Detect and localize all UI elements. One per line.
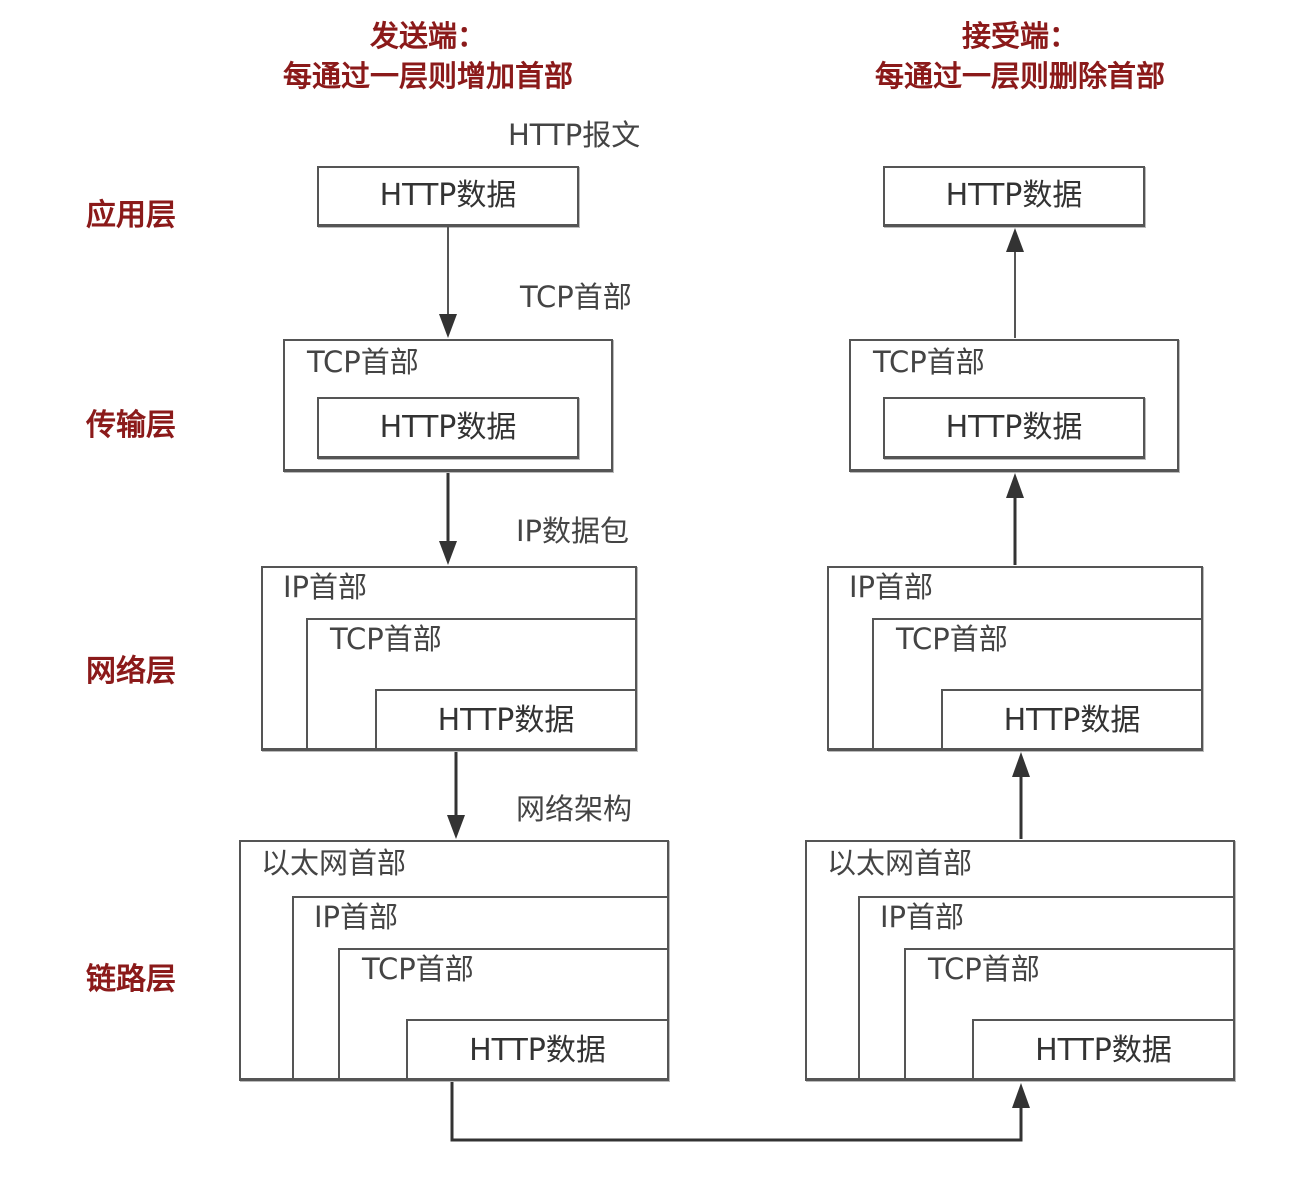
http-data-text: HTTP数据 [945, 410, 1083, 445]
receiver-heading-subtitle: 每通过一层则删除首部 [874, 59, 1165, 93]
sender-down-arrow-1 [439, 227, 457, 338]
receiver-up-arrow-3 [1006, 228, 1024, 338]
tcp-header-text: TCP首部 [330, 622, 442, 656]
http-data-text: HTTP数据 [437, 703, 575, 738]
layer-label-application: 应用层 [86, 198, 176, 233]
sender-heading-subtitle: 每通过一层则增加首部 [282, 59, 573, 93]
tcp-header-text: TCP首部 [873, 345, 985, 379]
sender-link-http-data: HTTP数据 [406, 1019, 669, 1081]
receiver-link-http-data: HTTP数据 [972, 1019, 1235, 1081]
sender-heading-title: 发送端： [369, 19, 486, 53]
sender-network-http-data: HTTP数据 [375, 689, 637, 751]
receiver-heading-title: 接受端： [961, 19, 1078, 53]
receiver-transport-http-data: HTTP数据 [883, 397, 1145, 459]
label-network-frame: 网络架构 [516, 792, 633, 826]
http-data-text: HTTP数据 [469, 1033, 606, 1068]
http-data-text: HTTP数据 [1003, 703, 1141, 738]
ip-header-text: IP首部 [314, 900, 399, 934]
tcp-header-text: TCP首部 [362, 952, 474, 986]
tcp-header-text: TCP首部 [307, 345, 419, 379]
ip-header-text: IP首部 [283, 570, 368, 604]
tcp-header-text: TCP首部 [896, 622, 1008, 656]
receiver-app-http-data: HTTP数据 [883, 166, 1145, 227]
ip-header-text: IP首部 [880, 900, 965, 934]
ip-header-text: IP首部 [849, 570, 934, 604]
http-data-text: HTTP数据 [379, 178, 517, 213]
sender-down-arrow-2 [439, 473, 457, 565]
receiver-up-arrow-2 [1006, 473, 1024, 565]
bottom-connector-line [450, 1082, 1030, 1142]
tcp-header-text: TCP首部 [928, 952, 1040, 986]
label-tcp-header: TCP首部 [520, 280, 632, 314]
sender-heading: 发送端： 每通过一层则增加首部 [218, 16, 638, 96]
sender-app-http-data: HTTP数据 [317, 166, 579, 227]
http-data-text: HTTP数据 [945, 178, 1083, 213]
receiver-heading: 接受端： 每通过一层则删除首部 [810, 16, 1230, 96]
receiver-network-http-data: HTTP数据 [941, 689, 1203, 751]
label-ip-packet: IP数据包 [516, 514, 630, 548]
http-data-text: HTTP数据 [1035, 1033, 1172, 1068]
http-data-text: HTTP数据 [379, 410, 517, 445]
layer-label-network: 网络层 [86, 654, 176, 689]
sender-transport-http-data: HTTP数据 [317, 397, 579, 459]
ethernet-header-text: 以太网首部 [261, 846, 407, 880]
receiver-up-arrow-1 [1012, 752, 1030, 839]
label-http-message: HTTP报文 [508, 118, 641, 152]
ethernet-header-text: 以太网首部 [827, 846, 973, 880]
layer-label-link: 链路层 [86, 962, 176, 997]
layer-label-transport: 传输层 [86, 408, 176, 443]
sender-down-arrow-3 [447, 752, 465, 839]
